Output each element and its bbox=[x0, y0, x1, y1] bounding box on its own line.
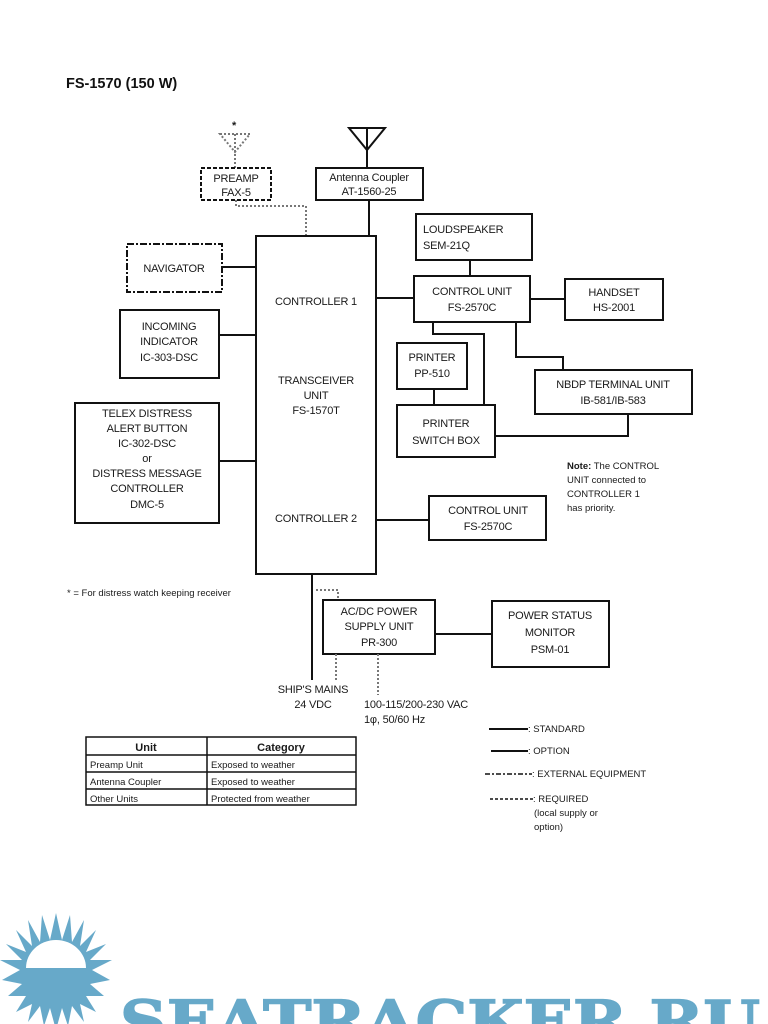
printer-switch-box: PRINTER SWITCH BOX bbox=[396, 404, 496, 458]
main-antenna-icon bbox=[346, 127, 388, 168]
note-line-4: has priority. bbox=[567, 503, 615, 514]
table-cell: Protected from weather bbox=[211, 794, 310, 805]
diagram-title: FS-1570 (150 W) bbox=[66, 76, 177, 92]
note-label: Note: bbox=[567, 461, 591, 472]
navigator-box: NAVIGATOR bbox=[126, 243, 223, 293]
control-unit-1-box: CONTROL UNIT FS-2570C bbox=[413, 275, 531, 323]
dmc-label-1: DISTRESS MESSAGE bbox=[92, 468, 201, 480]
legend-required-sub-1: (local supply or bbox=[534, 808, 598, 819]
incoming-indicator-label-2: INDICATOR bbox=[140, 336, 198, 348]
line-legend: : STANDARD : OPTION : EXTERNAL EQUIPMENT… bbox=[485, 724, 646, 833]
control-unit-2-box: CONTROL UNIT FS-2570C bbox=[428, 495, 547, 541]
preamp-antenna-icon: * bbox=[217, 120, 253, 170]
printer-model: PP-510 bbox=[414, 368, 450, 380]
incoming-indicator-box: INCOMING INDICATOR IC-303-DSC bbox=[119, 309, 220, 379]
telex-distress-box: TELEX DISTRESS ALERT BUTTON IC-302-DSC o… bbox=[74, 402, 220, 524]
preamp-label: PREAMP bbox=[213, 173, 258, 185]
legend-standard: : STANDARD bbox=[528, 724, 585, 735]
ships-mains-label: SHIP'S MAINS bbox=[278, 684, 349, 696]
weather-category-table: Unit Category Preamp Unit Exposed to wea… bbox=[85, 736, 357, 806]
transceiver-label: TRANSCEIVER bbox=[278, 375, 354, 387]
incoming-indicator-model: IC-303-DSC bbox=[140, 352, 198, 364]
table-cell: Antenna Coupler bbox=[90, 777, 161, 788]
note-line-2: UNIT connected to bbox=[567, 475, 646, 486]
printer-box: PRINTER PP-510 bbox=[396, 342, 468, 390]
incoming-indicator-label: INCOMING bbox=[142, 321, 197, 333]
dmc-label-2: CONTROLLER bbox=[110, 483, 183, 495]
power-monitor-model: PSM-01 bbox=[531, 644, 570, 656]
ships-mains-voltage: 24 VDC bbox=[294, 699, 332, 711]
watermark-text: SEATRACKER.RU bbox=[120, 988, 760, 1024]
legend-required-sub-2: option) bbox=[534, 822, 563, 833]
controller-2-label: CONTROLLER 2 bbox=[275, 513, 357, 525]
loudspeaker-box: LOUDSPEAKER SEM-21Q bbox=[415, 213, 533, 261]
note-line-3: CONTROLLER 1 bbox=[567, 489, 640, 500]
navigator-label: NAVIGATOR bbox=[143, 263, 204, 275]
handset-model: HS-2001 bbox=[593, 302, 635, 314]
psu-label: AC/DC POWER bbox=[341, 606, 418, 618]
antenna-star: * bbox=[232, 120, 237, 132]
antenna-coupler-model: AT-1560-25 bbox=[342, 186, 397, 198]
legend-required: : REQUIRED bbox=[533, 794, 589, 805]
table-cell: Exposed to weather bbox=[211, 760, 295, 771]
svg-text:Note: The CONTROL: Note: The CONTROL bbox=[567, 461, 659, 472]
ac-supply-voltage: 100-115/200-230 VAC bbox=[364, 699, 468, 711]
control-unit-1-model: FS-2570C bbox=[448, 302, 497, 314]
loudspeaker-label: LOUDSPEAKER bbox=[423, 224, 504, 236]
handset-box: HANDSET HS-2001 bbox=[564, 278, 664, 321]
sun-icon bbox=[0, 913, 112, 1024]
table-cell: Exposed to weather bbox=[211, 777, 295, 788]
psu-model: PR-300 bbox=[361, 637, 397, 649]
preamp-box: PREAMP FAX-5 bbox=[200, 167, 272, 201]
footnote: * = For distress watch keeping receiver bbox=[67, 588, 231, 599]
ac-supply-phase: 1φ, 50/60 Hz bbox=[364, 714, 425, 726]
priority-note: Note: The CONTROL UNIT connected to CONT… bbox=[567, 461, 659, 514]
power-monitor-label: POWER STATUS bbox=[508, 610, 592, 622]
telex-label-1: TELEX DISTRESS bbox=[102, 408, 192, 420]
transceiver-model: FS-1570T bbox=[292, 405, 340, 417]
telex-label-2: ALERT BUTTON bbox=[107, 423, 188, 435]
legend-external: : EXTERNAL EQUIPMENT bbox=[532, 769, 646, 780]
watermark-text-fill: SEATRACKER.RU bbox=[120, 988, 760, 1024]
nbdp-terminal-box: NBDP TERMINAL UNIT IB-581/IB-583 bbox=[534, 369, 693, 415]
dmc-model: DMC-5 bbox=[130, 499, 164, 511]
table-cell: Other Units bbox=[90, 794, 138, 805]
transceiver-label-unit: UNIT bbox=[304, 390, 329, 402]
printer-switch-label: PRINTER bbox=[423, 418, 470, 430]
psu-box: AC/DC POWER SUPPLY UNIT PR-300 bbox=[322, 599, 436, 655]
preamp-model: FAX-5 bbox=[221, 187, 251, 199]
antenna-coupler-box: Antenna Coupler AT-1560-25 bbox=[315, 167, 424, 201]
antenna-coupler-label: Antenna Coupler bbox=[329, 172, 409, 184]
power-monitor-label-2: MONITOR bbox=[525, 627, 576, 639]
power-status-monitor-box: POWER STATUS MONITOR PSM-01 bbox=[491, 600, 610, 668]
control-unit-2-model: FS-2570C bbox=[464, 521, 513, 533]
nbdp-label: NBDP TERMINAL UNIT bbox=[556, 379, 670, 391]
controller-1-label: CONTROLLER 1 bbox=[275, 296, 357, 308]
psu-label-2: SUPPLY UNIT bbox=[345, 621, 414, 633]
telex-model: IC-302-DSC bbox=[118, 438, 176, 450]
seatracker-logo: SEATRACKER.RU SEATRACKER.RU bbox=[0, 913, 761, 1024]
transceiver-unit-box: CONTROLLER 1 TRANSCEIVER UNIT FS-1570T C… bbox=[255, 235, 377, 575]
nbdp-model: IB-581/IB-583 bbox=[580, 395, 645, 407]
loudspeaker-model: SEM-21Q bbox=[423, 240, 471, 252]
table-header-category: Category bbox=[257, 742, 306, 754]
printer-label: PRINTER bbox=[409, 352, 456, 364]
table-header-unit: Unit bbox=[135, 742, 157, 754]
handset-label: HANDSET bbox=[588, 287, 640, 299]
table-cell: Preamp Unit bbox=[90, 760, 143, 771]
telex-or: or bbox=[142, 453, 152, 465]
control-unit-1-label: CONTROL UNIT bbox=[432, 286, 512, 298]
printer-switch-label-2: SWITCH BOX bbox=[412, 435, 481, 447]
legend-option: : OPTION bbox=[528, 746, 570, 757]
control-unit-2-label: CONTROL UNIT bbox=[448, 505, 528, 517]
